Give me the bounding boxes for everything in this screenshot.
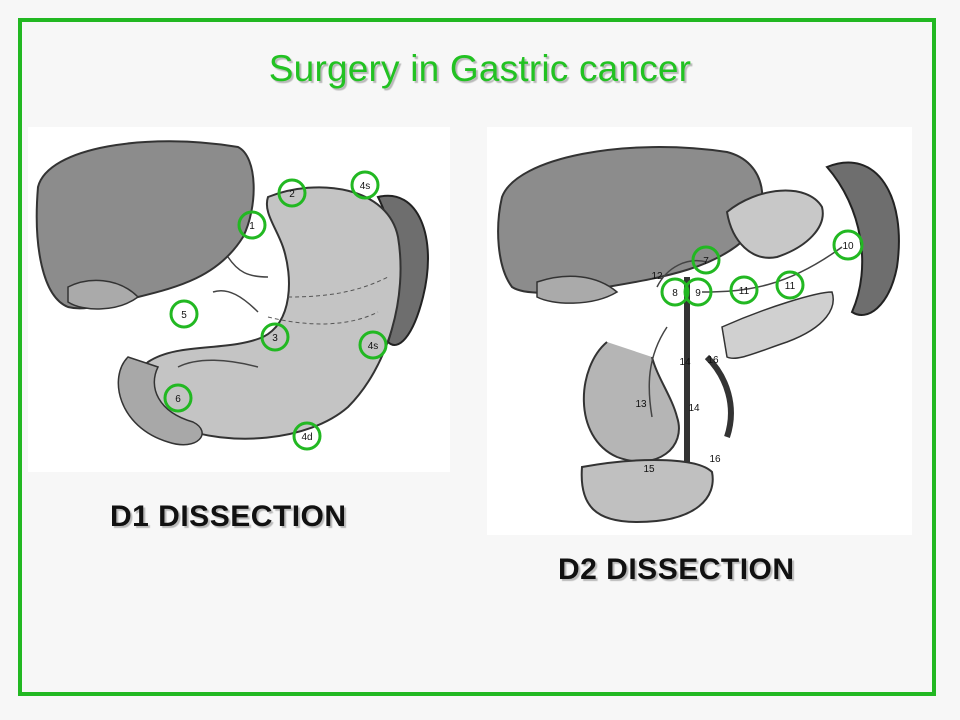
d1-station-1: 1	[237, 210, 267, 240]
slide-frame	[18, 18, 936, 696]
d1-dissection-illustration: 2 4s 1 5 3 4s 6 4d	[28, 127, 450, 472]
d1-caption: D1 DISSECTION	[110, 500, 347, 533]
svg-text:11: 11	[739, 286, 750, 297]
duodenum-shape	[582, 341, 680, 463]
spleen-shape	[825, 161, 900, 316]
svg-text:10: 10	[842, 241, 854, 252]
svg-text:8: 8	[672, 288, 678, 299]
d2-station-11-left: 11	[729, 275, 759, 305]
svg-text:4s: 4s	[368, 341, 379, 352]
svg-text:4d: 4d	[301, 432, 312, 443]
d1-station-4s-top: 4s	[350, 170, 380, 200]
d2-station-8: 8	[660, 277, 690, 307]
slide-title: Surgery in Gastric cancer	[268, 48, 692, 89]
svg-text:4s: 4s	[360, 181, 371, 192]
svg-text:15: 15	[643, 464, 655, 475]
svg-text:13: 13	[635, 399, 647, 410]
d2-dissection-illustration: 10 7 12 8 9 11 11 14 16	[487, 127, 912, 535]
svg-text:16: 16	[707, 355, 719, 366]
d1-station-5: 5	[169, 299, 199, 329]
d1-station-6: 6	[163, 383, 193, 413]
svg-text:16: 16	[709, 454, 721, 465]
svg-text:5: 5	[181, 310, 187, 321]
d1-station-4d: 4d	[292, 421, 322, 451]
d2-station-9: 9	[683, 277, 713, 307]
liver-shape	[35, 140, 255, 310]
svg-text:1: 1	[249, 221, 255, 232]
d2-station-12-label: 12	[651, 271, 663, 282]
svg-text:9: 9	[695, 288, 701, 299]
svg-text:2: 2	[289, 189, 295, 200]
svg-text:14: 14	[688, 403, 700, 414]
d2-station-16-lower-label: 16	[709, 454, 721, 465]
pancreas-shape	[721, 291, 834, 360]
d2-station-7: 7	[691, 245, 721, 275]
d2-station-14-lower-label: 14	[688, 403, 700, 414]
liver-shape	[497, 146, 764, 294]
duodenum-shape	[117, 356, 203, 446]
d1-station-3: 3	[260, 322, 290, 352]
d2-caption: D2 DISSECTION	[558, 553, 795, 586]
d1-station-4s-right: 4s	[358, 330, 388, 360]
svg-text:3: 3	[272, 333, 278, 344]
d2-station-14-upper-label: 14	[679, 357, 691, 368]
svg-text:11: 11	[785, 281, 796, 292]
colon-shape	[580, 459, 714, 524]
d2-station-13-label: 13	[635, 399, 647, 410]
svg-text:14: 14	[679, 357, 691, 368]
svg-text:7: 7	[703, 256, 709, 267]
d2-station-15-label: 15	[643, 464, 655, 475]
svg-text:6: 6	[175, 394, 181, 405]
svg-text:12: 12	[651, 271, 663, 282]
d1-station-2: 2	[277, 178, 307, 208]
d2-station-10: 10	[832, 229, 864, 261]
d2-station-16-upper-label: 16	[707, 355, 719, 366]
d2-station-11-right: 11	[775, 270, 805, 300]
